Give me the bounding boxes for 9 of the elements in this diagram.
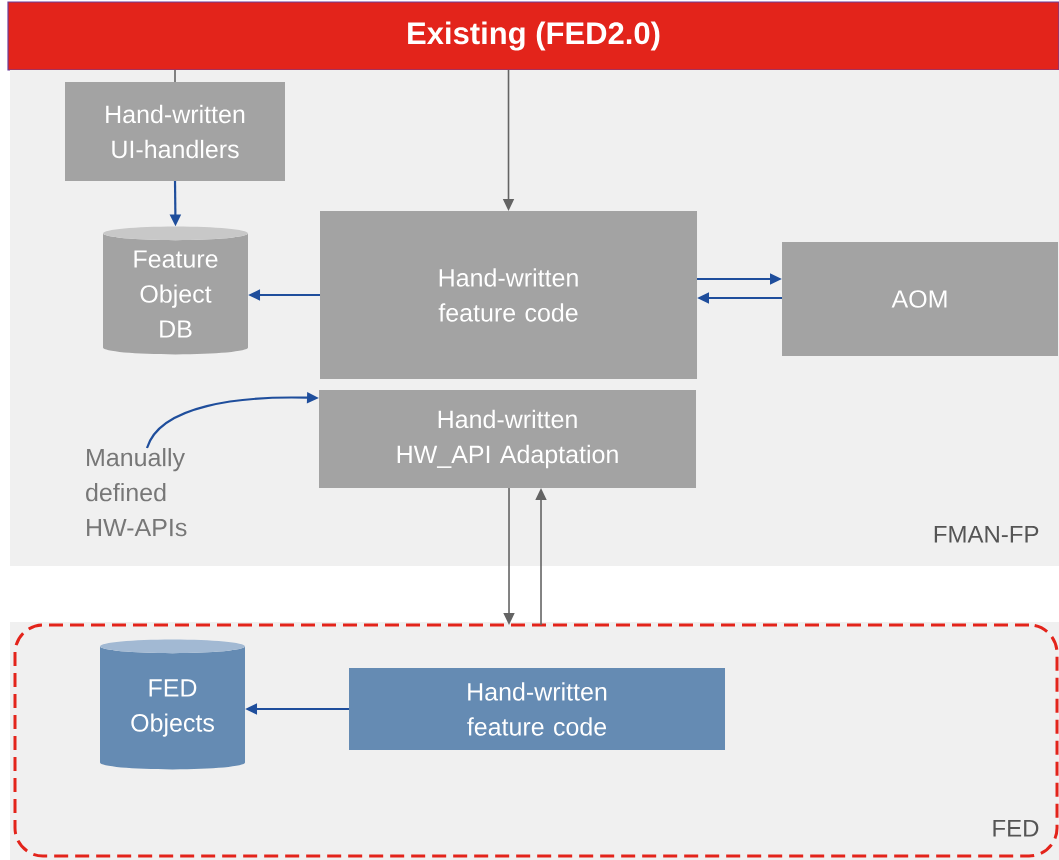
process-box: Hand-written feature code: [349, 668, 725, 750]
process-box: Hand-written HW_API Adaptation: [319, 390, 696, 488]
title-banner: Existing (FED2.0): [7, 1, 1059, 71]
annotation-text: Manually defined HW-APIs: [86, 448, 187, 537]
process-box: Hand-written feature code: [320, 211, 697, 379]
database-cylinder: Feature Object DB: [103, 226, 248, 355]
process-box: AOM: [782, 242, 1058, 356]
process-box: Hand-written UI-handlers: [65, 82, 285, 181]
database-cylinder: FED Objects: [100, 639, 245, 770]
